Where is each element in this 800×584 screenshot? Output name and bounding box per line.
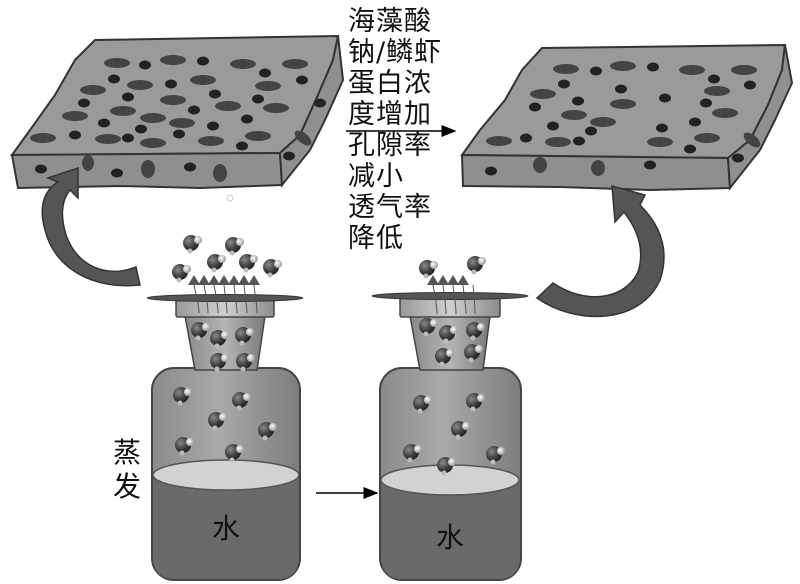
stray-mark: [226, 194, 234, 202]
caption-line: 蛋白浓: [348, 68, 432, 99]
center-caption: 海藻酸 钠/鳞虾 蛋白浓 度增加 孔隙率 减小 透气率 降低: [348, 6, 458, 254]
film-pores-small: [35, 56, 326, 178]
caption-line: 钠/鳞虾: [348, 37, 443, 68]
film-pores-small: [485, 62, 756, 176]
caption-line: 度增加: [348, 99, 432, 130]
right-evaporation-container: 水: [371, 256, 529, 581]
vapor-flow-lines: [193, 284, 258, 314]
vapor-arrowheads: [188, 275, 260, 285]
vapor-flow-lines: [432, 284, 476, 315]
left-porous-film: [10, 34, 345, 202]
film-disc: [371, 292, 529, 300]
film-right-side: [278, 35, 345, 188]
left-evaporation-container: 水: [146, 235, 304, 581]
film-right-side: [726, 44, 794, 191]
right-curved-arrow: [535, 184, 665, 318]
water-body: [153, 475, 299, 579]
evaporation-label-line: 蒸: [113, 436, 143, 469]
container-collar: [399, 297, 501, 318]
water-body: [381, 480, 520, 579]
caption-line: 孔隙率: [348, 130, 432, 161]
water-surface: [152, 459, 300, 491]
water-label: 水: [436, 521, 464, 554]
caption-line: 海藻酸: [348, 6, 432, 37]
vapor-arrowheads: [427, 275, 469, 285]
caption-line: 减小: [348, 161, 404, 192]
caption-line: 透气率: [348, 192, 432, 223]
film-pores-large: [30, 55, 312, 182]
right-porous-film: [460, 43, 794, 192]
left-curved-arrow: [41, 166, 141, 287]
water-label: 水: [212, 512, 240, 545]
evaporation-label: 蒸 发: [113, 436, 145, 504]
evaporation-label-line: 发: [113, 470, 143, 503]
caption-line: 降低: [348, 223, 404, 254]
film-pores-large: [486, 61, 761, 176]
